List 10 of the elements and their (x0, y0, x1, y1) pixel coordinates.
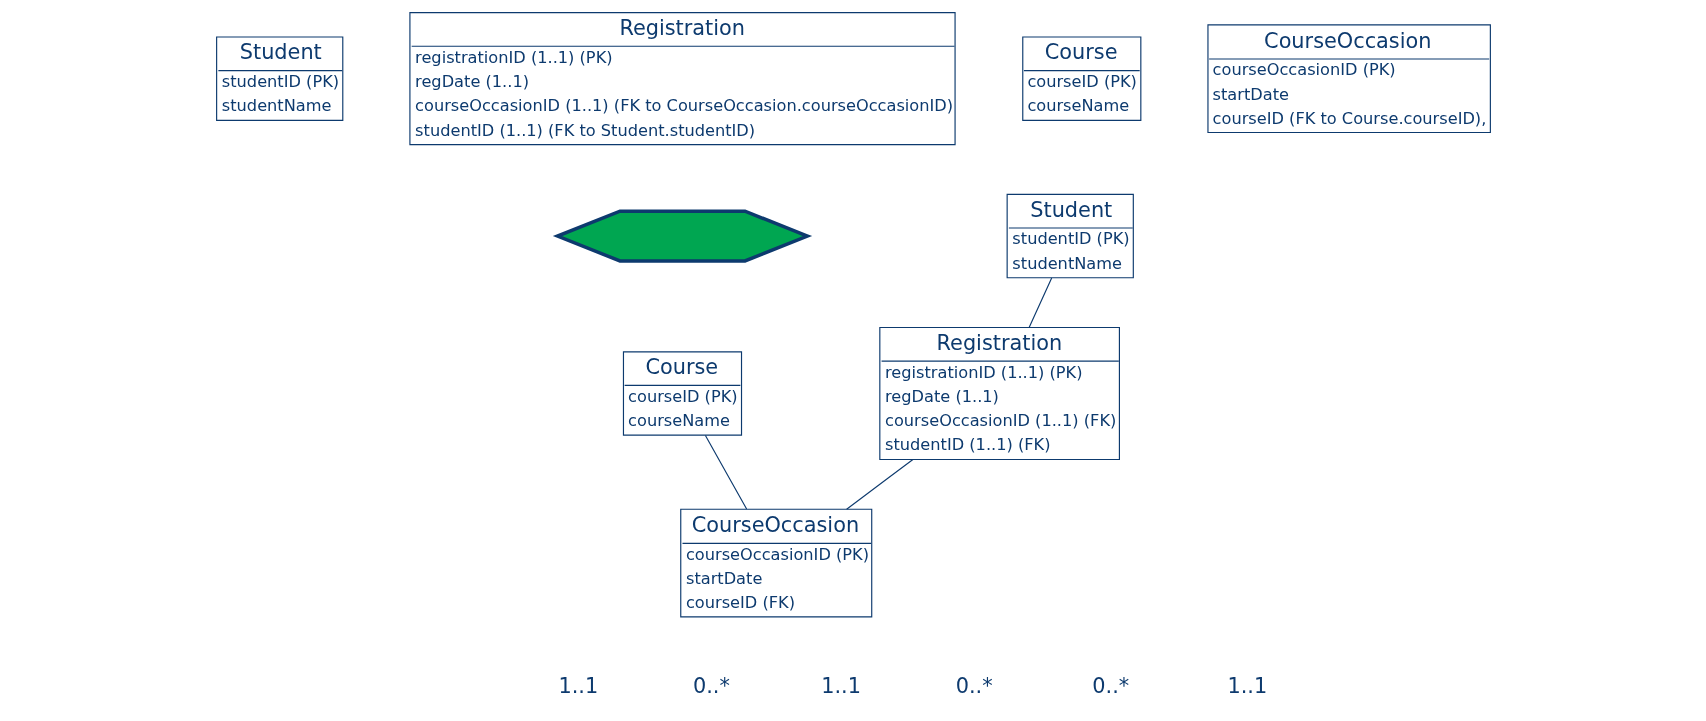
label: 0..* (1091, 673, 1129, 698)
label: 1..1 (557, 673, 598, 698)
label: 1..1 (820, 673, 861, 698)
label: 0..* (955, 673, 993, 698)
connector (704, 435, 747, 510)
connector (845, 458, 913, 510)
node-arrow (552, 209, 812, 263)
label: 0..* (692, 673, 730, 698)
label: 1..1 (1226, 673, 1267, 698)
connector (1028, 277, 1052, 328)
